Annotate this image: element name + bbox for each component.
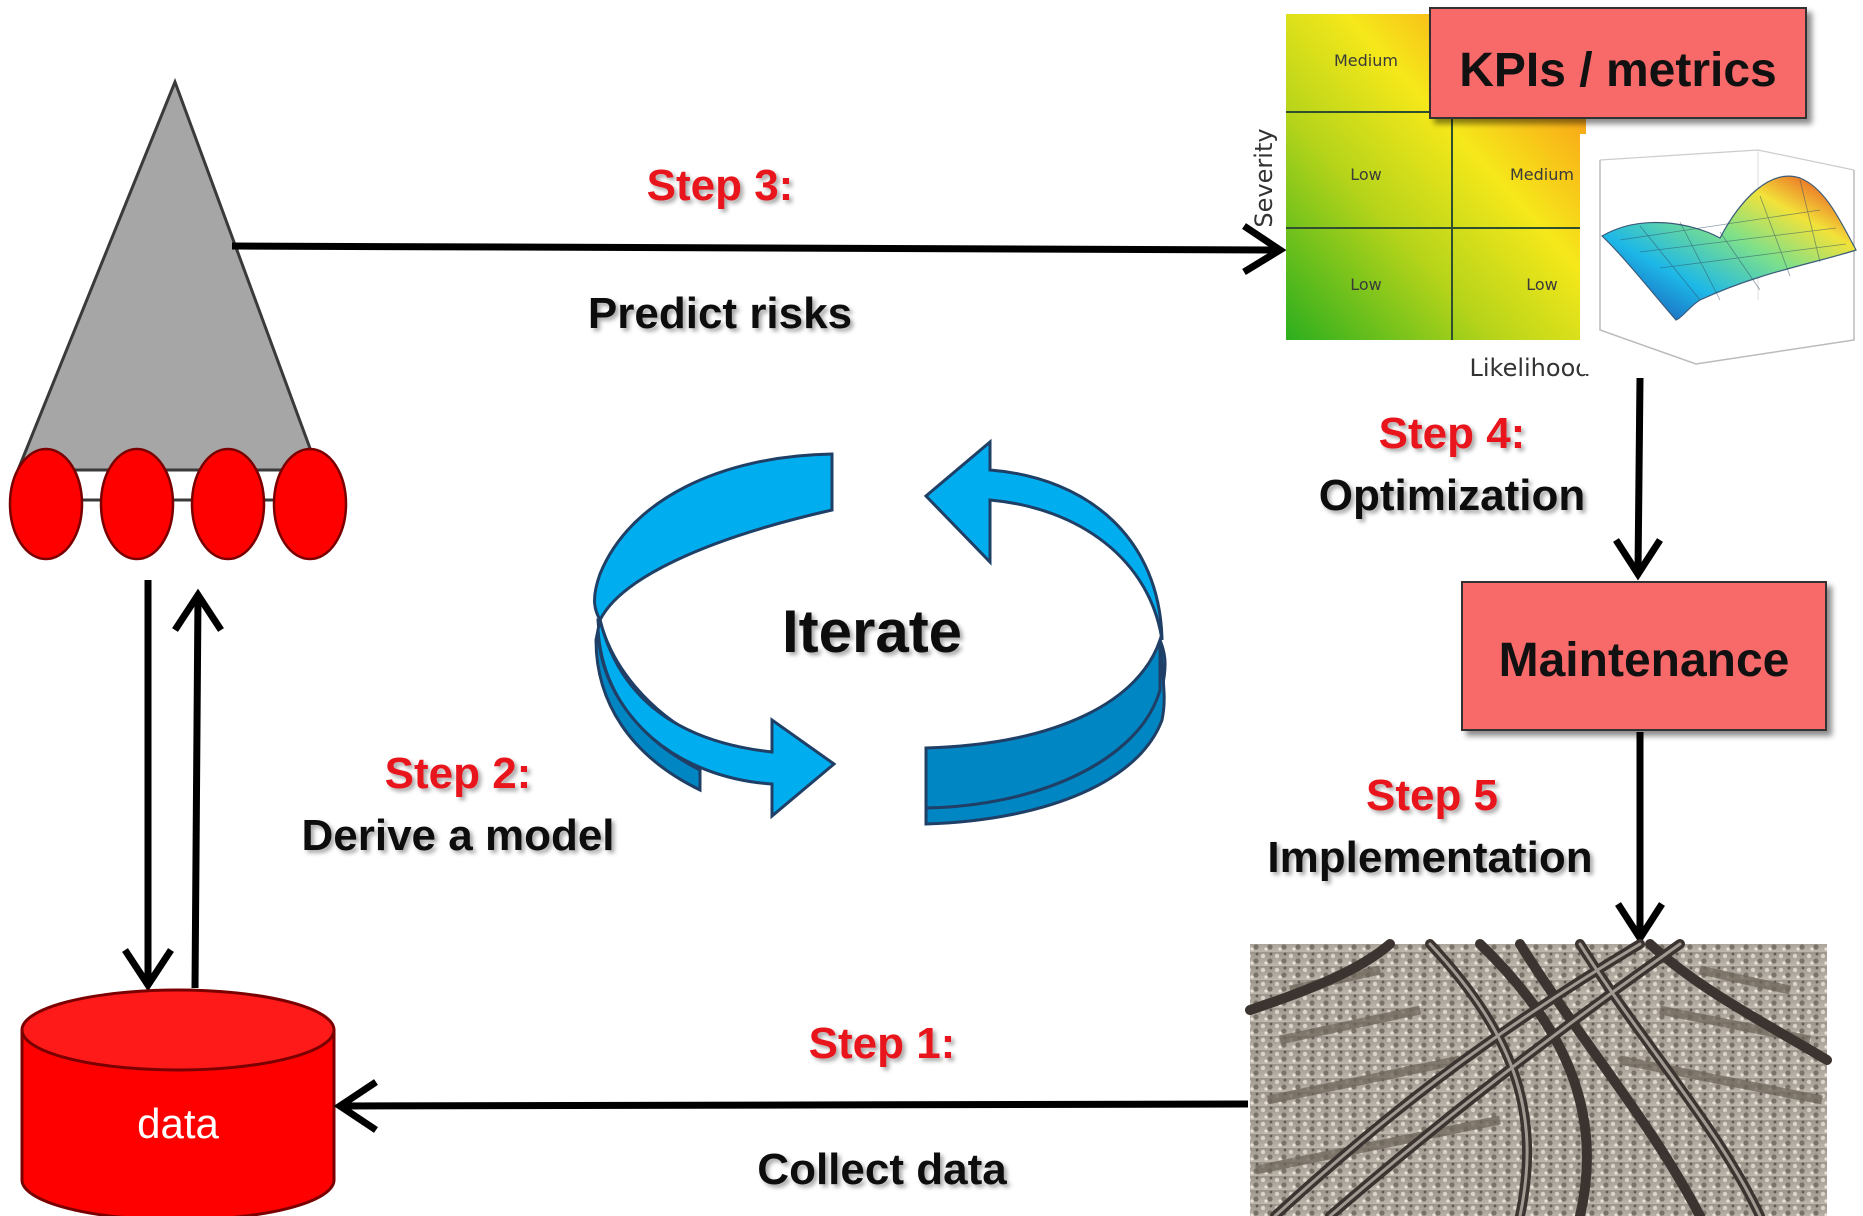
predict-risks-arrow (231, 242, 1279, 254)
database-body (20, 1030, 336, 1216)
step-3-group: Step 3: Predict risks (231, 161, 1287, 338)
step-4-label: Step 4: (1379, 409, 1526, 458)
matrix-cell-mid-right: Medium (1510, 165, 1574, 184)
surface-box-edges (1599, 160, 1855, 365)
cycle-arrow-left-body (593, 452, 834, 624)
step-1-description: Collect data (757, 1145, 1007, 1194)
kpi-box-rect (1429, 7, 1807, 119)
matrix-x-axis-label: Likelihood (1470, 354, 1591, 382)
surface-mesh (1601, 175, 1857, 321)
database-icon: data (20, 988, 336, 1216)
railroad-tracks-photo (1245, 939, 1832, 1216)
down-arrow-head (122, 948, 174, 992)
model-node-3 (190, 447, 266, 561)
kpi-box-label: KPIs / metrics (1459, 44, 1776, 97)
maintenance-box: Maintenance (1461, 581, 1827, 731)
collect-data-arrow (341, 1100, 1249, 1110)
model-node-1 (8, 447, 84, 561)
matrix-cell-bottom-right: Low (1526, 275, 1558, 294)
surface-plot-thumbnail (1580, 134, 1863, 374)
step-3-label: Step 3: (647, 161, 794, 210)
step-5-description: Implementation (1267, 833, 1592, 882)
matrix-cell-top-left: Medium (1334, 51, 1398, 70)
collect-data-arrow-head (333, 1079, 378, 1133)
cycle-arrow-right-depth (924, 639, 1166, 826)
up-arrow (191, 594, 202, 989)
model-tree-icon (8, 77, 348, 561)
step-2-description: Derive a model (301, 811, 614, 860)
surface-mesh-lines (1619, 179, 1847, 301)
step-1-label: Step 1: (809, 1019, 956, 1068)
database-label: data (137, 1100, 219, 1147)
step-2-group: Step 2: Derive a model (301, 749, 614, 860)
tracks-rails (1245, 939, 1832, 1216)
step-5-label: Step 5 (1366, 771, 1498, 820)
implementation-arrow-head (1615, 902, 1665, 945)
up-arrow-head (172, 588, 224, 632)
matrix-cell-bottom-left: Low (1350, 275, 1382, 294)
step-4-description: Optimization (1319, 471, 1585, 520)
matrix-cell-mid-left: Low (1350, 165, 1382, 184)
kpi-box: KPIs / metrics (1429, 7, 1807, 119)
cycle-arrow-left-depth (594, 629, 702, 793)
model-node-4 (272, 447, 348, 561)
optimization-arrow (1634, 377, 1644, 573)
tracks-ties (1255, 965, 1823, 1175)
cycle-arrow-right (923, 438, 1167, 826)
step-4-group: Step 4: Optimization (1319, 377, 1663, 581)
model-node-2 (99, 447, 175, 561)
maintenance-box-rect (1461, 581, 1827, 731)
optimization-arrow-head (1613, 538, 1663, 581)
step-5-group: Step 5 Implementation (1267, 732, 1665, 945)
model-tree-trunk (15, 77, 321, 472)
step-3-description: Predict risks (588, 289, 852, 338)
iterate-label: Iterate (782, 598, 962, 665)
cycle-arrow-right-upper (923, 438, 1164, 641)
step-2-label: Step 2: (385, 749, 532, 798)
cycle-arrow-left (593, 452, 837, 820)
matrix-y-axis-label: Severity (1250, 128, 1278, 227)
maintenance-box-label: Maintenance (1499, 634, 1790, 687)
database-top (20, 988, 336, 1072)
predict-risks-arrow-head (1242, 223, 1287, 275)
step-1-group: Step 1: Collect data (333, 1019, 1249, 1194)
iterate-cycle-icon: Iterate (593, 438, 1167, 826)
cycle-arrow-right-body (924, 635, 1167, 810)
model-data-arrows (122, 580, 224, 992)
